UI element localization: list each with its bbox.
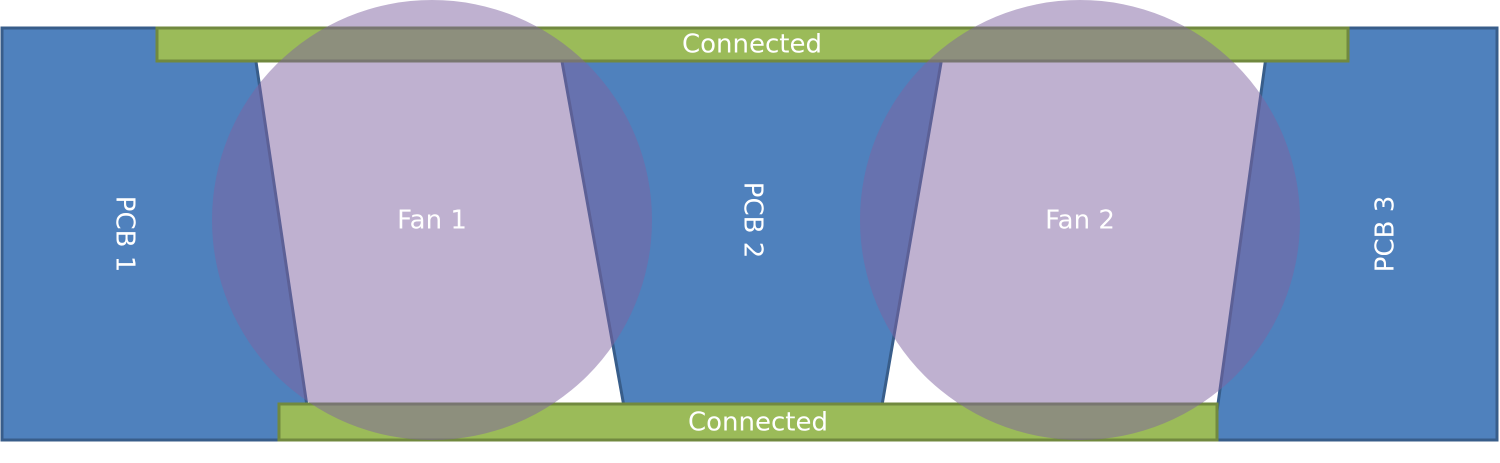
pcb-1-label: PCB 1: [110, 196, 140, 272]
pcb-2-label: PCB 2: [738, 182, 768, 258]
fan-1-label: Fan 1: [397, 206, 467, 236]
fan-2: [860, 0, 1300, 440]
pcb-3-label: PCB 3: [1371, 196, 1401, 272]
fan-2-label: Fan 2: [1045, 206, 1115, 236]
connector-bottom-label: Connected: [688, 408, 828, 438]
connector-top-label: Connected: [682, 30, 822, 60]
fan-1: [212, 0, 652, 440]
